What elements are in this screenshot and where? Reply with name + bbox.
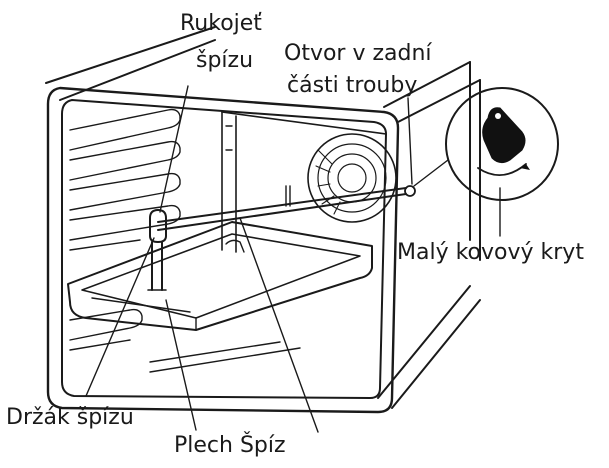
holder-label: Držák špízu (6, 405, 134, 430)
hole-label-line2: části trouby (287, 73, 417, 98)
metal-cover-callout (413, 87, 559, 201)
spit (147, 185, 416, 291)
oven-body (45, 26, 481, 414)
tray (67, 221, 373, 373)
tray-spit-label: Plech Špíz (174, 432, 286, 458)
handle-label-line2: špízu (196, 48, 253, 73)
metal-cover-icon (482, 107, 526, 164)
hole-label-line1: Otvor v zadní (284, 41, 432, 66)
leader-lines (85, 85, 501, 433)
fan-grill (307, 133, 397, 223)
back-wall-slots (225, 125, 291, 207)
handle-label-line1: Rukojeť (180, 11, 262, 36)
cover-label: Malý kovový kryt (397, 240, 584, 265)
